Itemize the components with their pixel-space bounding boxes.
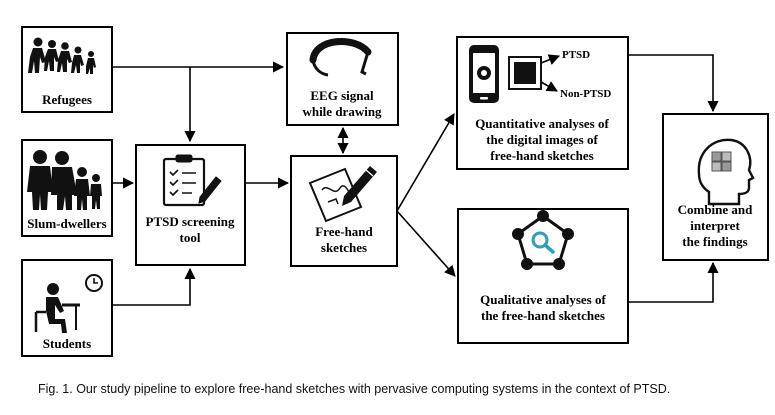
sketches-label-2: sketches [321,240,367,255]
arrow-sketches-to-quantitative [396,113,455,212]
combine-label-1: Combine and [678,202,754,217]
arrow-sketches-to-qualitative [396,210,456,277]
arrow-students-to-tool [112,267,196,306]
arrow-image-to-ptsd [540,54,561,65]
head-puzzle-icon [697,138,755,206]
quantitative-label-1: Quantitative analyses of [475,116,609,131]
family-icon [27,150,102,210]
eeg-box [286,32,399,126]
refugees-label: Refugees [42,92,92,107]
arrows [112,54,719,306]
ptsd-label: PTSD [562,49,590,61]
student-desk-icon [34,274,103,333]
screening-tool-label-2: tool [180,230,201,245]
quantitative-label-2: the digital images of [486,132,598,147]
slum-dwellers-label: Slum-dwellers [27,216,106,231]
image-frame-icon [508,56,542,90]
qualitative-label-2: the free-hand sketches [481,308,605,323]
arrow-qualitative-to-combine [628,261,719,303]
qualitative-label-1: Qualitative analyses of [480,292,606,307]
screening-tool-label-1: PTSD screening [146,214,235,229]
combine-label-3: the findings [682,234,747,249]
smartphone-camera-icon [469,45,499,103]
sketch-pencil-icon [308,166,377,223]
arrow-image-to-non-ptsd [540,81,558,92]
combine-label-2: interpret [690,218,740,233]
combine-box [662,113,769,261]
non-ptsd-label: Non-PTSD [560,88,611,100]
clipboard-checklist-icon [162,154,222,207]
quantitative-label-3: free-hand sketches [490,148,593,163]
eeg-headset-icon [309,38,372,77]
eeg-label-2: while drawing [302,104,382,119]
figure-caption: Fig. 1. Our study pipeline to explore fr… [38,382,671,396]
qualitative-box [457,208,629,344]
team-magnifier-icon [512,210,574,270]
refugees-icon [28,37,96,74]
pipeline-diagram: Refugees Slum-dwellers Students PTSD scr… [21,26,769,357]
students-label: Students [43,336,91,351]
arrow-quantitative-to-combine [628,54,719,113]
eeg-label-1: EEG signal [310,88,374,103]
sketches-label-1: Free-hand [315,224,373,239]
